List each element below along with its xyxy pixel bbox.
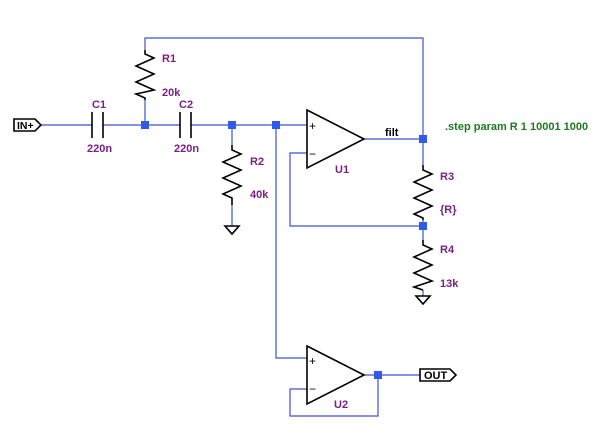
wires [40,37,424,417]
r2-name: R2 [250,156,264,168]
u2-plus-sign: + [309,354,316,368]
net-label-filt: filt [385,127,399,139]
r3-value: {R} [440,204,457,216]
u2-name: U2 [334,399,348,411]
capacitor-c2[interactable]: C2 220n [174,99,199,155]
r2-value: 40k [250,189,269,201]
u2-minus-sign: − [309,382,316,396]
c1-name: C1 [92,99,106,111]
junction-node3 [272,121,280,129]
wire-u2-feedback [289,375,379,417]
u1-name: U1 [335,164,349,176]
wire-r1-top [144,37,424,139]
resistor-r1[interactable]: R1 20k [133,50,181,100]
capacitor-c1[interactable]: C1 220n [87,99,112,155]
c1-value: 220n [87,143,112,155]
input-port-label: IN+ [17,120,34,132]
junction-u2-out [374,371,382,379]
c2-value: 220n [174,143,199,155]
wire-u1-feedback [289,152,423,227]
r1-value: 20k [162,87,181,99]
junction-node2 [228,121,236,129]
ground-icon [223,225,241,236]
junction-r3-r4 [419,222,427,230]
opamp-u1[interactable]: + − U1 [306,108,366,176]
junction-filt [419,135,427,143]
junction-node1 [141,121,149,129]
c2-name: C2 [179,99,193,111]
resistor-r2[interactable]: R2 40k [221,145,269,205]
spice-directive[interactable]: .step param R 1 10001 1000 [445,121,588,133]
output-port[interactable]: OUT [419,368,458,382]
junctions [141,121,427,379]
r3-name: R3 [440,171,454,183]
u1-minus-sign: − [309,147,316,161]
wire-node3-u2 [275,125,307,359]
u1-plus-sign: + [309,119,316,133]
output-port-label: OUT [424,370,448,382]
r4-name: R4 [440,244,455,256]
r4-value: 13k [440,278,459,290]
ground-icon [414,295,432,306]
resistor-r3[interactable]: R3 {R} [412,165,457,220]
r1-name: R1 [162,53,176,65]
input-port[interactable]: IN+ [13,118,43,132]
opamp-u2[interactable]: + − U2 [306,344,366,411]
resistor-r4[interactable]: R4 13k [411,240,459,291]
